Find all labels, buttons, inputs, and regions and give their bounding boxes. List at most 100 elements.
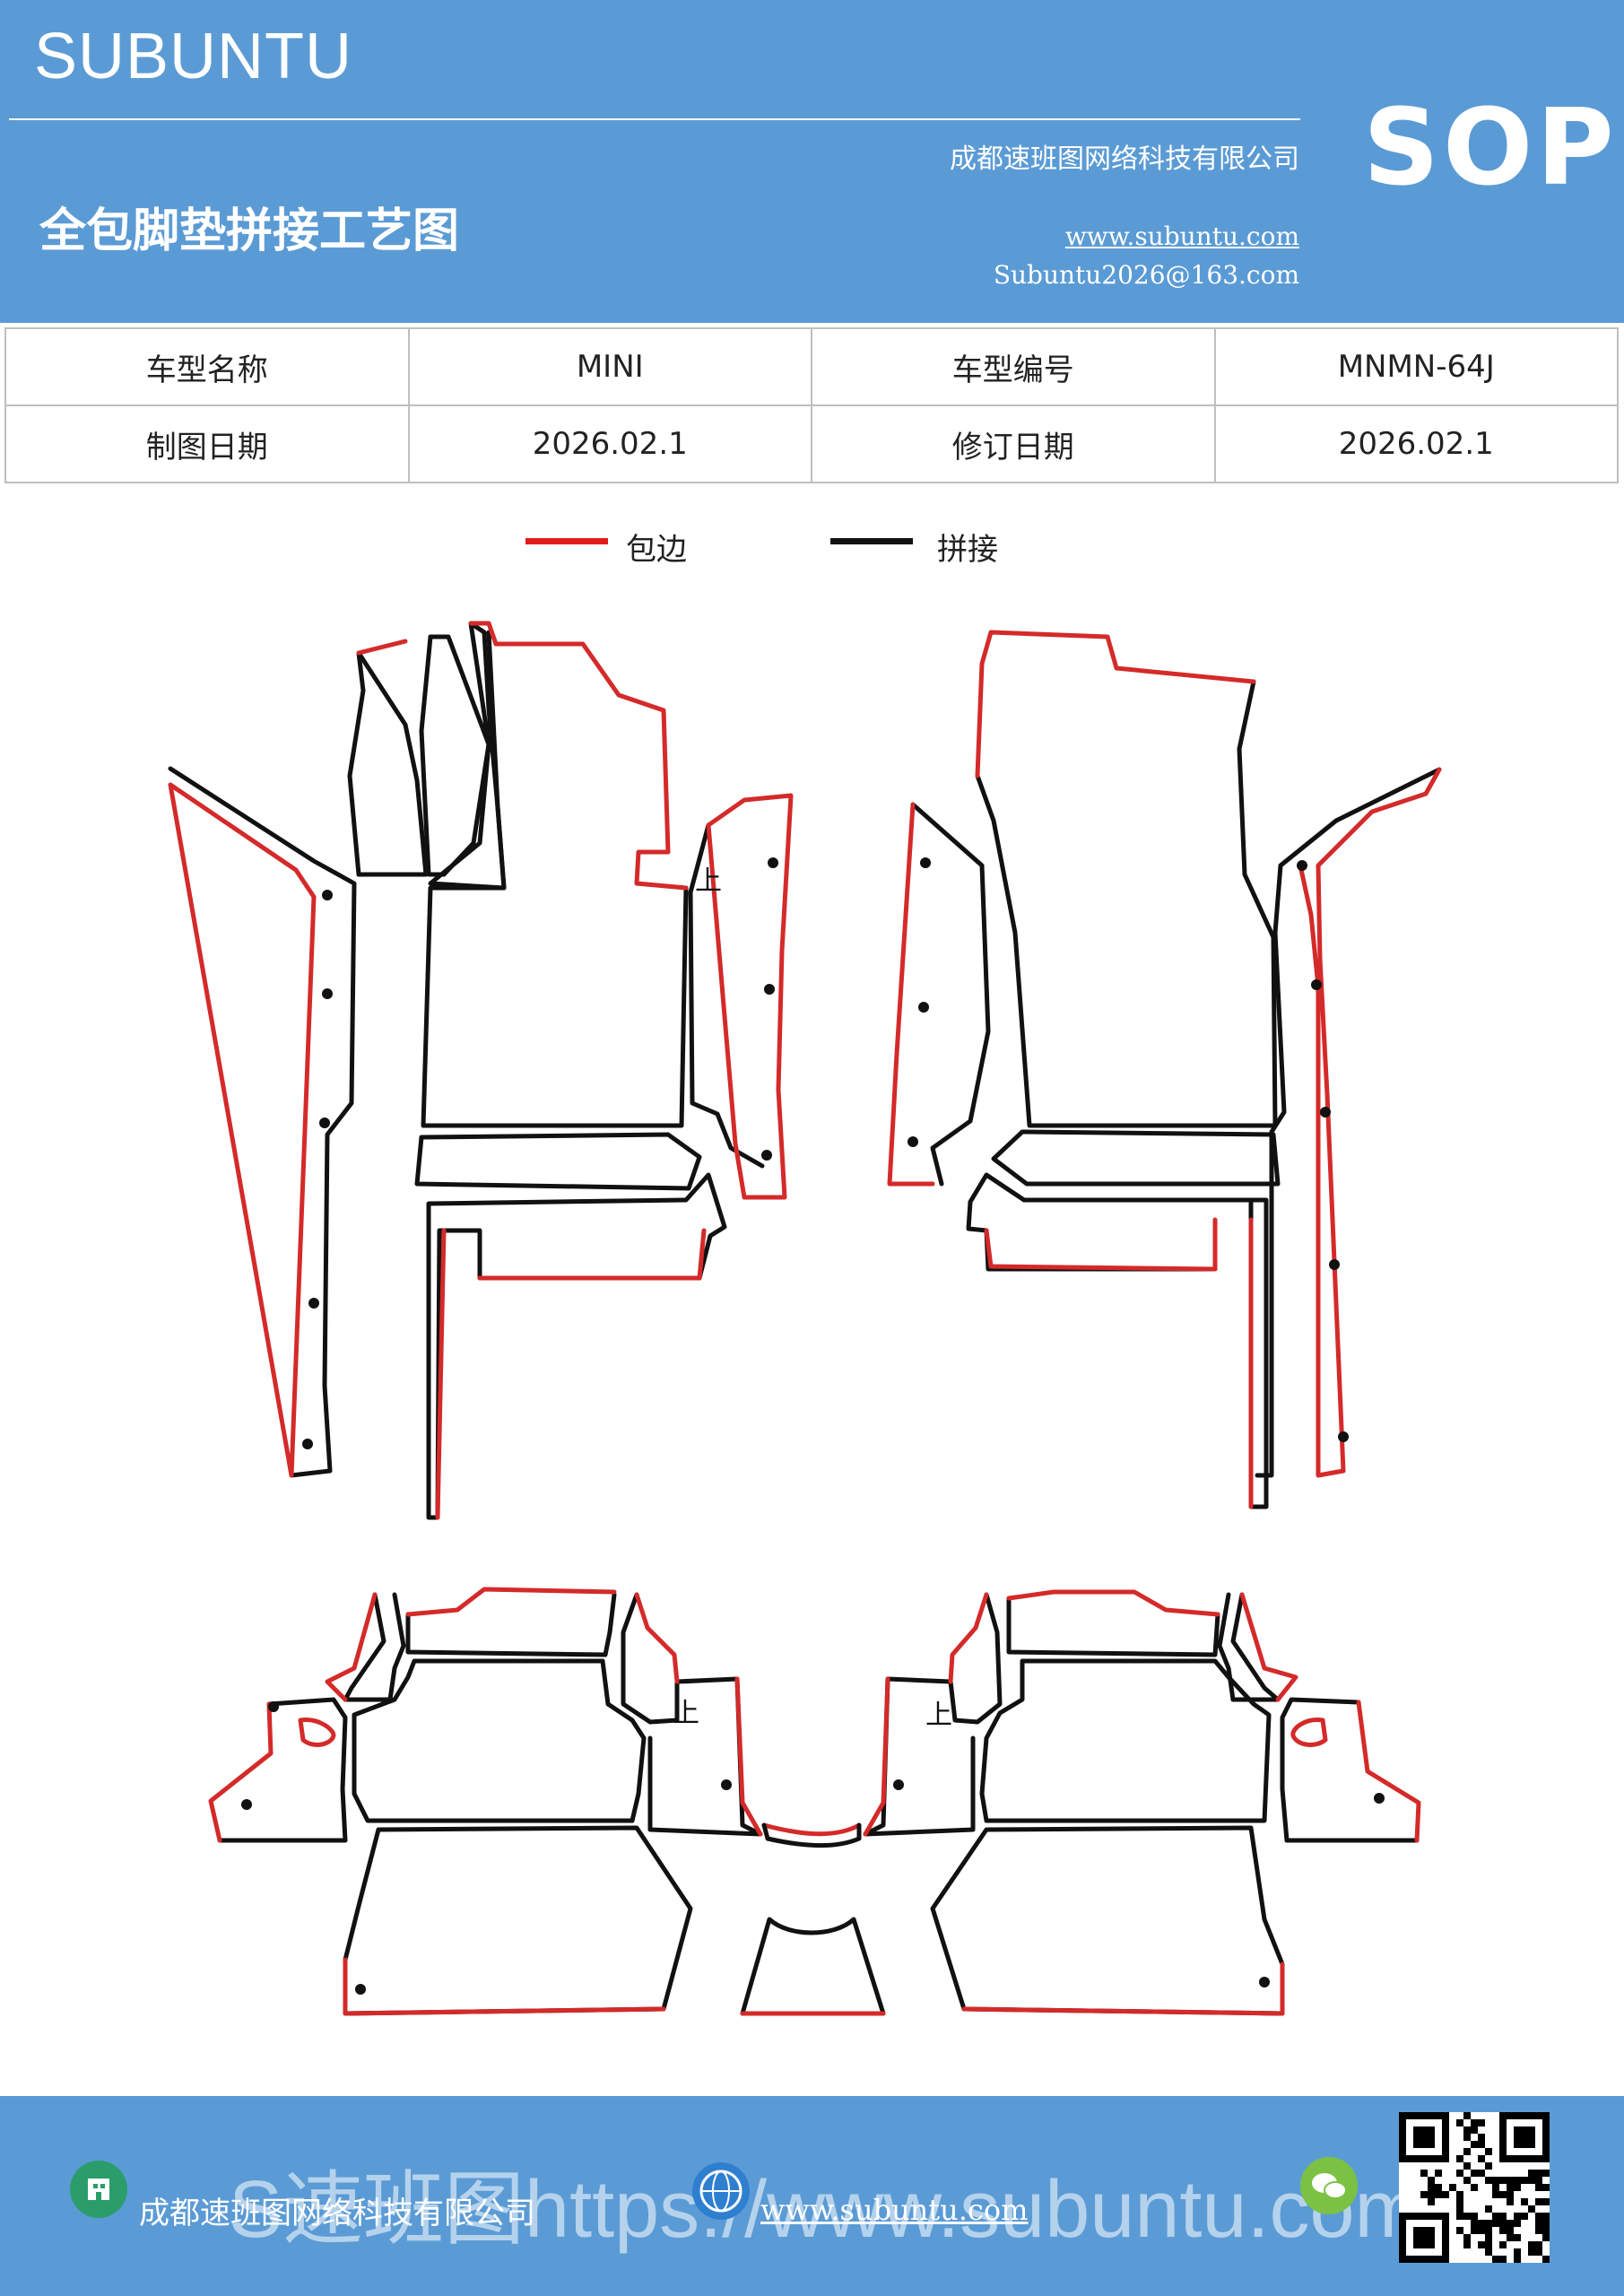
rivet-dot — [761, 1150, 772, 1161]
right-rail-edge — [984, 1217, 1254, 1509]
slat-1-edge — [356, 639, 408, 656]
rivet-dot — [308, 1298, 319, 1309]
draw-date-label: 制图日期 — [4, 404, 410, 483]
rear-top-edge — [405, 1587, 617, 1617]
rear-left-loop-edge — [298, 1718, 336, 1747]
rivet-dot — [302, 1439, 313, 1449]
rivet-dots — [241, 857, 1385, 1995]
revision-date-label: 修订日期 — [811, 404, 1216, 483]
rivet-dot — [920, 857, 931, 868]
rear-right-loop-edge — [1290, 1718, 1328, 1747]
draw-date-value: 2026.02.1 — [407, 404, 812, 483]
rail-edge — [435, 1228, 707, 1520]
rivet-dot — [1259, 1977, 1270, 1987]
document-title: 全包脚垫拼接工艺图 — [39, 204, 460, 258]
rivet-dot — [908, 1136, 918, 1147]
legend: 包边 拼接 — [0, 525, 1624, 570]
building-icon — [70, 2161, 127, 2218]
rear-right-top-edge — [1006, 1589, 1220, 1617]
right-side-wedge-seam — [910, 802, 991, 1187]
up-label: 上 — [673, 1698, 699, 1729]
rear-floor-seam — [343, 1825, 693, 2016]
sop-badge: SOP — [1363, 85, 1618, 209]
rivet-dot — [241, 1799, 252, 1810]
rivet-dot — [322, 890, 333, 900]
model-name-label: 车型名称 — [4, 327, 410, 406]
rear-right-side-edge — [1356, 1700, 1421, 1843]
rear-center-left-edge — [634, 1592, 763, 1837]
table-row: 车型名称 MINI 车型编号 MNMN-64J — [4, 327, 1619, 406]
rear-center-right-edge — [863, 1592, 989, 1837]
right-side-strip-edge — [1298, 767, 1442, 1478]
rail-seam — [426, 1172, 727, 1520]
heel-pad-seam — [414, 1132, 702, 1191]
center-hump-seam — [740, 1917, 886, 2016]
rear-left-flap-edge — [325, 1592, 378, 1702]
rivet-dot — [1311, 979, 1322, 990]
front-right-mat-group — [887, 630, 1442, 1509]
rivet-dot — [768, 857, 778, 868]
center-tunnel-edge — [761, 1822, 862, 1837]
rivet-dot — [893, 1779, 904, 1790]
qr-code — [1399, 2112, 1550, 2263]
legend-seam-label: 拼接 — [937, 532, 998, 568]
globe-icon — [692, 2162, 750, 2220]
wechat-icon — [1300, 2157, 1358, 2214]
driver-floor-edge — [468, 621, 689, 891]
rear-left-flap-seam — [343, 1592, 406, 1702]
right-side-wedge-edge — [887, 802, 935, 1187]
vehicle-info-table: 车型名称 MINI 车型编号 MNMN-64J 制图日期 2026.02.1 修… — [4, 327, 1619, 483]
rear-top-seam — [405, 1592, 617, 1657]
rivet-dot — [319, 1118, 330, 1128]
right-rail-seam — [966, 1172, 1269, 1509]
passenger-floor-edge — [975, 630, 1256, 778]
rear-right-mid-pad-seam — [979, 1658, 1272, 1823]
rear-right-flap-edge — [1239, 1592, 1298, 1702]
rivet-dot — [721, 1779, 732, 1790]
website-link[interactable]: www.subuntu.com — [1064, 222, 1299, 251]
rivet-dot — [322, 988, 333, 999]
slat-1-seam — [347, 650, 429, 877]
model-code-value: MNMN-64J — [1213, 327, 1619, 406]
brand-logo-text: SUBUNTU — [34, 21, 353, 92]
company-name: 成都速班图网络科技有限公司 — [950, 144, 1299, 175]
rear-mid-pad-seam — [352, 1658, 647, 1823]
rear-right-side-seam — [1280, 1697, 1420, 1843]
footer-watermark: S速班图https://www.subuntu.com — [229, 2165, 1422, 2255]
rivet-dot — [764, 984, 775, 995]
rivet-dot — [1374, 1793, 1385, 1804]
rear-right-floor-edge — [961, 1961, 1285, 2016]
revision-date-value: 2026.02.1 — [1213, 404, 1619, 483]
rear-mat-group: 上 上 — [208, 1587, 1421, 2016]
front-left-mat-group: 上 — [168, 621, 794, 1520]
right-side-strip-seam — [1255, 767, 1442, 1478]
passenger-floor-seam — [975, 679, 1278, 1128]
rivet-dot — [1338, 1431, 1349, 1442]
up-label: 上 — [695, 865, 722, 897]
footer-company: 成都速班图网络科技有限公司 — [139, 2196, 535, 2231]
rear-left-side-edge — [208, 1701, 274, 1843]
rear-right-top-seam — [1006, 1596, 1220, 1657]
legend-seam-swatch — [830, 538, 913, 544]
rear-right-floor-seam — [930, 1825, 1285, 2016]
rivet-dot — [1297, 860, 1307, 871]
rivet-dot — [1329, 1259, 1340, 1270]
driver-floor-seam — [421, 630, 689, 1128]
rear-right-flap-seam — [1217, 1592, 1281, 1702]
rivet-dot — [355, 1984, 366, 1995]
rivet-dot — [1320, 1107, 1331, 1118]
header-divider — [9, 118, 1300, 120]
header-banner: SUBUNTU 成都速班图网络科技有限公司 www.subuntu.com Su… — [0, 0, 1624, 323]
rear-left-side-seam — [217, 1697, 348, 1843]
rivet-dot — [268, 1701, 279, 1712]
center-tunnel-seam — [761, 1822, 862, 1848]
footer-banner: S速班图https://www.subuntu.com 成都速班图网络科技有限公… — [0, 2096, 1624, 2296]
left-side-strip-edge — [168, 782, 317, 1478]
left-side-wedge-edge — [706, 793, 794, 1200]
right-heel-pad-seam — [991, 1129, 1281, 1187]
rear-floor-edge — [343, 1957, 666, 2016]
left-side-strip-seam — [168, 766, 357, 1478]
footer-website-link[interactable]: www.subuntu.com — [760, 2193, 1029, 2227]
table-row: 制图日期 2026.02.1 修订日期 2026.02.1 — [4, 404, 1619, 483]
